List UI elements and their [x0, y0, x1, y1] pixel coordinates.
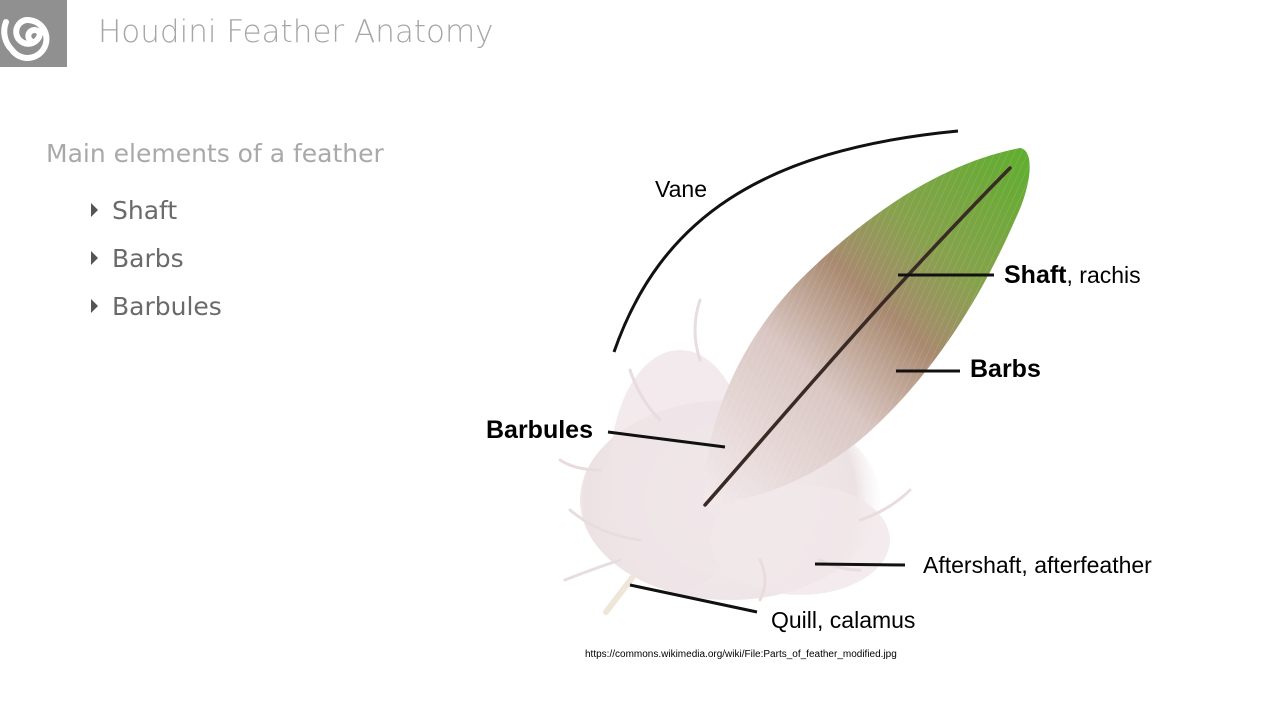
aftershaft-label: Aftershaft, afterfeather — [923, 552, 1152, 578]
bullet-label: Barbs — [112, 243, 184, 273]
houdini-logo — [0, 0, 67, 67]
bullet-item: Shaft — [88, 186, 222, 234]
bullet-label: Barbules — [112, 291, 222, 321]
vane-label: Vane — [655, 176, 708, 202]
bullet-item: Barbs — [88, 234, 222, 282]
feather-shaft — [703, 166, 1012, 507]
bullet-item: Barbules — [88, 282, 222, 330]
shaft-label-rest: , rachis — [1066, 262, 1141, 288]
quill-leader-line — [629, 583, 758, 614]
source-url: https://commons.wikimedia.org/wiki/File:… — [585, 649, 897, 660]
barbs-label: Barbs — [970, 355, 1041, 384]
page-title: Houdini Feather Anatomy — [98, 14, 494, 50]
bullet-label: Shaft — [112, 195, 178, 225]
shaft-label-bold: Shaft — [1004, 261, 1067, 289]
vane-arc — [612, 129, 959, 353]
quill-label: Quill, calamus — [771, 607, 916, 633]
intro-text: Main elements of a feather — [46, 139, 384, 168]
barbules-label: Barbules — [486, 416, 593, 445]
aftershaft-leader-line — [814, 562, 906, 567]
triangle-bullet-icon — [91, 251, 98, 265]
triangle-bullet-icon — [91, 299, 98, 313]
barbs-label-text: Barbs — [970, 355, 1041, 383]
shaft-label: Shaft, rachis — [1004, 261, 1141, 290]
bullet-list: Shaft Barbs Barbules — [88, 186, 222, 330]
houdini-spiral-icon — [1, 16, 50, 61]
triangle-bullet-icon — [91, 203, 98, 217]
barbules-leader-line — [607, 430, 726, 449]
barbules-label-text: Barbules — [486, 416, 593, 444]
feather-quill — [603, 575, 635, 615]
